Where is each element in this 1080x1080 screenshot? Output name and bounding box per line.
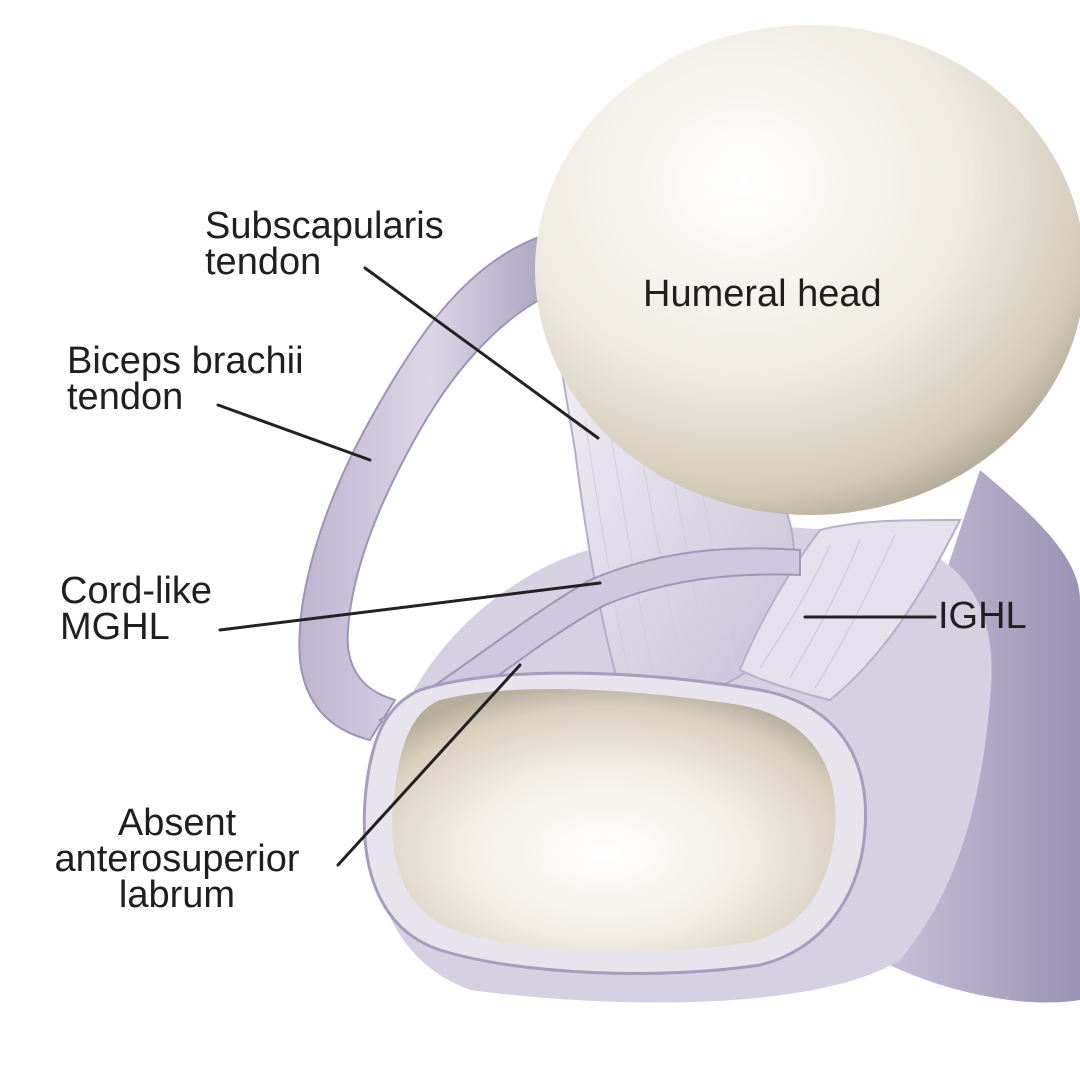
label-subscapularis-line2: tendon xyxy=(205,241,322,283)
label-labrum-line2: anterosuperior xyxy=(54,838,300,880)
leader-lines xyxy=(216,266,937,867)
leader-mghl xyxy=(218,581,602,632)
leader-labrum xyxy=(336,663,522,867)
label-ighl: IGHL xyxy=(938,595,1027,637)
label-biceps-brachii-tendon: Biceps brachii tendon xyxy=(67,340,304,418)
label-labrum-line1: Absent xyxy=(117,802,237,844)
leader-subscapularis xyxy=(363,266,600,440)
ighl-band xyxy=(738,518,962,702)
label-subscapularis-tendon: Subscapularis tendon xyxy=(205,205,444,283)
label-ighl-text: IGHL xyxy=(938,595,1027,637)
label-humeral-head-text: Humeral head xyxy=(643,273,882,315)
leader-biceps xyxy=(216,403,372,462)
glenoid-fossa xyxy=(392,689,836,952)
label-biceps-line1: Biceps brachii xyxy=(67,340,304,382)
label-biceps-line2: tendon xyxy=(67,376,184,418)
label-subscapularis-line1: Subscapularis xyxy=(205,205,444,247)
label-absent-anterosuperior-labrum: Absent anterosuperior labrum xyxy=(22,802,332,916)
label-mghl-line2: MGHL xyxy=(60,606,170,648)
label-humeral-head: Humeral head xyxy=(643,273,882,315)
humeral-head xyxy=(535,25,1080,515)
label-cord-like-mghl: Cord-like MGHL xyxy=(60,570,213,648)
label-labrum-line3: labrum xyxy=(118,874,236,916)
biceps-tendon xyxy=(298,233,562,742)
label-mghl-line1: Cord-like xyxy=(60,570,213,612)
